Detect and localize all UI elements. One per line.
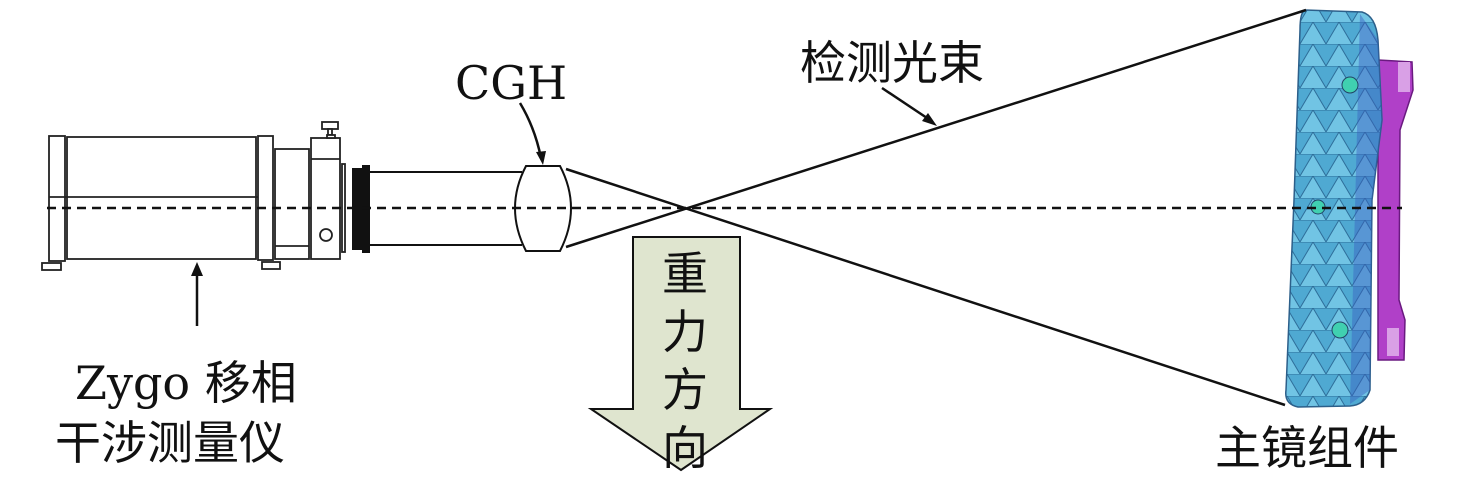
test-beam-label: 检测光束 bbox=[800, 36, 984, 90]
bracket-pad-top bbox=[1398, 62, 1410, 92]
interferometer-label-line2: 干涉测量仪 bbox=[55, 416, 285, 470]
gravity-direction-label: 重 力 方 向 bbox=[658, 245, 712, 477]
black-ring bbox=[352, 168, 362, 250]
mirror-mount-bottom bbox=[1331, 321, 1349, 339]
gravity-char-4: 向 bbox=[662, 421, 708, 475]
cgh-label: CGH bbox=[455, 56, 568, 110]
cgh-pointer bbox=[518, 102, 543, 159]
beam-pointer bbox=[881, 86, 931, 122]
mirror-bracket bbox=[1377, 59, 1414, 361]
primary-mirror-label: 主镜组件 bbox=[1215, 421, 1399, 475]
beam-pointer-arrowhead bbox=[922, 113, 937, 126]
mirror-mount-top bbox=[1341, 76, 1359, 94]
interferometer-pointer-arrowhead bbox=[191, 262, 203, 276]
gravity-arrow bbox=[587, 236, 774, 472]
interferometer-label-line1: Zygo 移相 bbox=[75, 356, 297, 410]
gravity-char-1: 重 bbox=[662, 247, 708, 301]
primary-mirror bbox=[1285, 9, 1383, 408]
gravity-char-3: 方 bbox=[662, 363, 708, 417]
tube bbox=[370, 171, 522, 246]
cgh-pointer-arrowhead bbox=[536, 151, 546, 165]
interferometer bbox=[41, 121, 346, 271]
bracket-pad-bottom bbox=[1387, 328, 1399, 356]
mirror-side-shade bbox=[1350, 14, 1382, 404]
gravity-char-2: 力 bbox=[662, 305, 708, 359]
